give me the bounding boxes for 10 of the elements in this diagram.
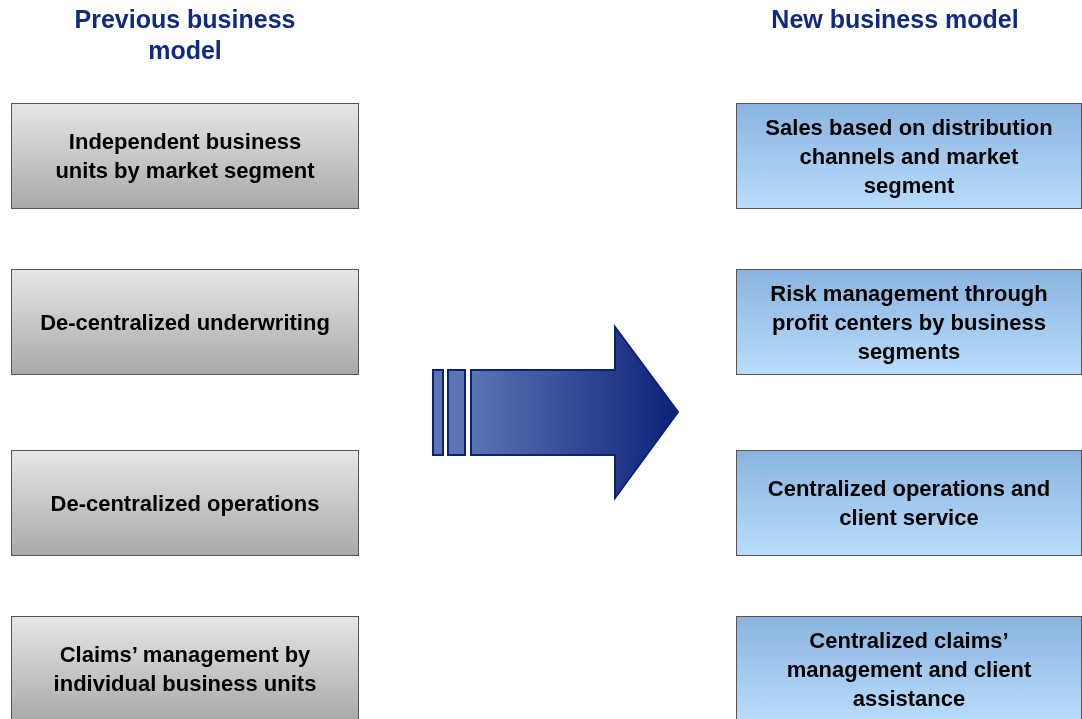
text-box: Centralized operations and client service <box>736 450 1082 556</box>
text-box: Claims’ management by individual business units <box>11 616 359 719</box>
text-box: De-centralized operations <box>11 450 359 556</box>
text-box: Risk management through profit centers by business segments <box>736 269 1082 375</box>
column-heading: New business model <box>770 4 1020 35</box>
text-box: Centralized claims’ management and client assistance <box>736 616 1082 719</box>
text-box: Independent business units by market segment <box>11 103 359 209</box>
text-box: De-centralized underwriting <box>11 269 359 375</box>
text-box: Sales based on distribution channels and market segment <box>736 103 1082 209</box>
column-heading: Previous business model <box>73 4 297 66</box>
